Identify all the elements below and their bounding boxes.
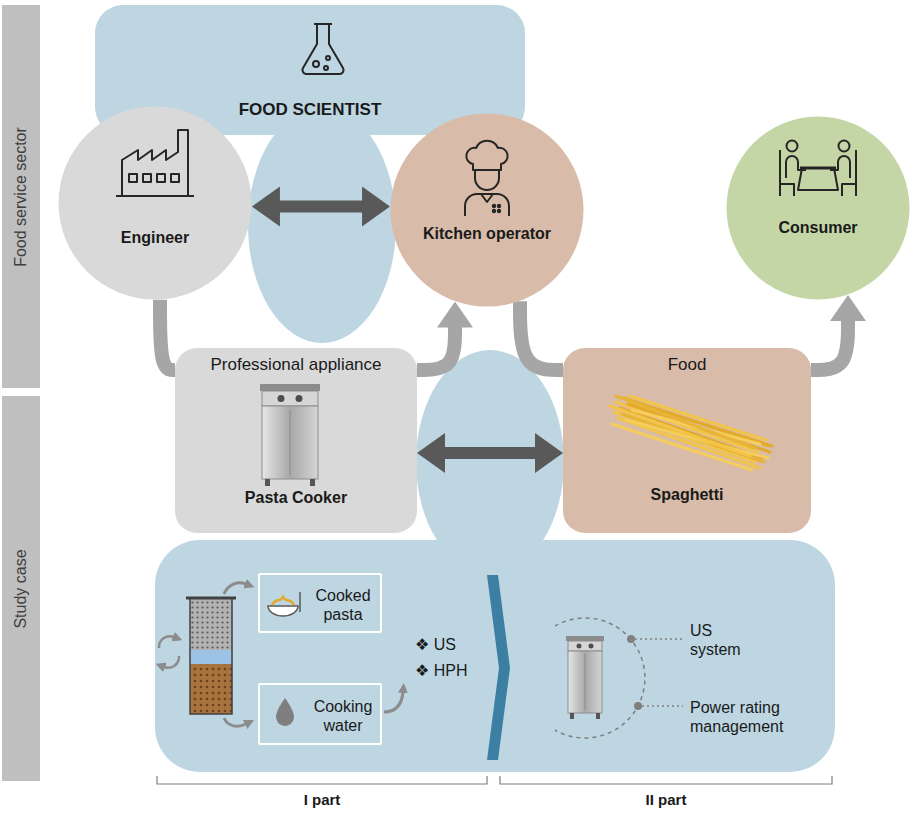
component-box: Professional appliancePasta Cooker	[175, 348, 417, 533]
node-text: ❖ HPH	[415, 661, 505, 680]
circle-outline	[390, 113, 584, 307]
text-frame: ❖ US	[415, 635, 505, 654]
node-text: Consumer	[726, 218, 910, 237]
node-text: Cooking water	[306, 697, 380, 735]
text-frame: Kitchen operator	[390, 224, 584, 243]
node-text: Food service sector	[11, 127, 30, 267]
label-frame: I part	[157, 791, 487, 809]
node-text: Spaghetti	[563, 485, 811, 504]
node-text: Professional appliance	[175, 355, 417, 375]
pasta-cooker-small	[566, 636, 604, 719]
label-frame: II part	[500, 791, 832, 809]
pasta-cooker-illustration	[260, 384, 320, 486]
section-band: Food service sector	[2, 5, 40, 388]
flask-icon	[302, 24, 343, 74]
text-frame: Consumer	[726, 218, 910, 237]
overlap-lobe	[248, 107, 396, 343]
text-frame: Cooked pasta	[306, 586, 380, 624]
node-text: Pasta Cooker	[175, 488, 417, 507]
plate-icon	[268, 592, 300, 616]
dining-icon	[780, 141, 856, 197]
text-frame: Power rating management	[690, 698, 820, 736]
text-frame: Cooking water	[306, 697, 380, 735]
circle-outline	[58, 106, 252, 300]
chef-icon	[465, 141, 509, 216]
text-frame: Pasta Cooker	[175, 488, 417, 507]
part-separator	[487, 575, 510, 760]
feature-leaders	[555, 618, 683, 738]
node-text: Study case	[11, 549, 30, 628]
drop-icon	[276, 698, 294, 726]
text-frame: Engineer	[58, 228, 252, 247]
node-text: Engineer	[58, 228, 252, 247]
text-frame: Food	[563, 355, 811, 375]
node-text: Kitchen operator	[390, 224, 584, 243]
node-text: Food	[563, 355, 811, 375]
node-text: Power rating management	[690, 698, 820, 736]
section-band: Study case	[2, 396, 40, 781]
part-label: II part	[500, 791, 832, 809]
connector-arrow	[279, 201, 363, 213]
circle-outline	[726, 116, 910, 300]
node-text: ❖ US	[415, 635, 505, 654]
actor-circle: Engineer	[58, 106, 252, 300]
component-box: FoodSpaghetti	[563, 348, 811, 533]
spaghetti-illustration	[610, 396, 772, 470]
connector-arrow	[160, 300, 175, 370]
node-text: US system	[690, 621, 762, 659]
text-frame: Food service sector	[11, 127, 30, 267]
connector-arrow	[520, 301, 563, 370]
text-frame: Professional appliance	[175, 355, 417, 375]
cooking-basket	[186, 598, 236, 714]
output-box: Cooking water	[258, 683, 382, 745]
part-label: I part	[157, 791, 487, 809]
text-frame: Spaghetti	[563, 485, 811, 504]
connector-arrow	[811, 320, 848, 370]
factory-icon	[116, 130, 194, 196]
flow-arrows	[224, 583, 403, 726]
actor-circle: Consumer	[726, 116, 910, 300]
text-frame: Study case	[11, 549, 30, 628]
part-bracket	[157, 776, 832, 784]
connector-arrow	[444, 447, 536, 459]
text-frame: ❖ HPH	[415, 661, 505, 680]
output-box: Cooked pasta	[258, 573, 382, 633]
actor-circle: Kitchen operator	[390, 113, 584, 307]
text-frame: US system	[690, 621, 762, 659]
connector-arrow	[417, 327, 455, 370]
recirculation-arrows	[159, 636, 179, 668]
study-region: ❖ US ❖ HPH US systemPower rating managemen…	[155, 540, 835, 772]
node-text: Cooked pasta	[306, 586, 380, 624]
